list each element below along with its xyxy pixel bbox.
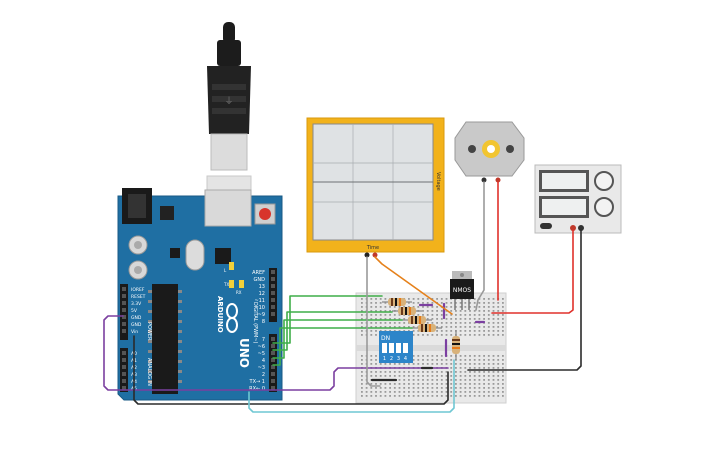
led-label-l: L <box>224 268 227 273</box>
wire-supply-pos[interactable] <box>491 229 574 314</box>
pin-label-gnd-1: GND <box>131 315 142 321</box>
wire-black-ground[interactable] <box>133 335 449 405</box>
dip-number-2: 2 <box>390 356 393 362</box>
nmos-label: NMOS <box>453 287 471 294</box>
pin-label-4: 4 <box>262 358 265 364</box>
pin-label-3v3: 3.3V <box>131 301 142 307</box>
voltage-display <box>542 173 586 189</box>
dip-number-3: 3 <box>397 356 400 362</box>
oscilloscope[interactable]: Time Voltage <box>306 117 445 258</box>
power-supply[interactable] <box>534 164 622 234</box>
crystal <box>185 239 205 271</box>
wire-supply-neg[interactable] <box>467 229 582 371</box>
dip-number-4: 4 <box>404 356 407 362</box>
microcontroller-chip <box>152 284 178 394</box>
motor-terminal-2[interactable] <box>495 177 501 183</box>
resistor-3[interactable] <box>402 316 432 324</box>
current-display <box>542 199 586 215</box>
probe-terminal-neg[interactable] <box>364 252 370 258</box>
pin-label-aref: AREF <box>252 270 265 276</box>
resistor-4[interactable] <box>412 324 442 332</box>
wire-cyan[interactable] <box>248 359 455 413</box>
pin-label-5v: 5V <box>131 308 138 314</box>
resistor-2[interactable] <box>392 307 422 315</box>
wire-scope-neg[interactable] <box>366 256 381 387</box>
wire-green-4[interactable] <box>272 327 413 366</box>
oscilloscope-time-label: Time <box>366 245 379 251</box>
pin-label-vin: Vin <box>131 329 138 335</box>
breadboard[interactable] <box>355 292 507 404</box>
analog-label: ANALOG IN <box>146 358 152 386</box>
pin-label-8: 8 <box>262 319 265 325</box>
pin-label-0: RX← 0 <box>249 386 265 392</box>
dip-switch-label: DN <box>381 335 390 342</box>
dc-motor[interactable] <box>454 121 525 183</box>
usb-icon: ⏚ <box>224 96 233 107</box>
power-switch[interactable] <box>540 223 552 229</box>
arduino-logo <box>226 303 238 333</box>
resistor-1[interactable] <box>382 298 412 306</box>
pin-label-9: ~9 <box>258 312 265 318</box>
pin-label-11: ~11 <box>254 298 265 304</box>
power-label: POWER <box>146 322 152 341</box>
voltage-knob[interactable] <box>594 171 614 191</box>
led-label-rx: RX <box>236 290 242 295</box>
wire-scope-pos[interactable] <box>374 256 453 315</box>
nmos-transistor[interactable]: NMOS <box>450 271 474 310</box>
supply-terminal-neg[interactable] <box>578 225 584 231</box>
motor-terminal-1[interactable] <box>481 177 487 183</box>
arduino-brand-text: ARDUINO <box>216 296 224 333</box>
pin-label-3: ~3 <box>258 365 265 371</box>
pin-label-12: 12 <box>259 291 265 297</box>
pin-label-1: TX→ 1 <box>249 379 265 385</box>
pin-label-6: ~6 <box>258 344 265 350</box>
wire-green-3[interactable] <box>272 319 403 359</box>
analog-header <box>120 348 128 392</box>
probe-terminal-pos[interactable] <box>372 252 378 258</box>
breadboard-holes <box>361 298 504 397</box>
resistor-gate[interactable] <box>452 330 460 360</box>
digital-header-bottom <box>269 334 277 392</box>
oscilloscope-voltage-label: Voltage <box>435 172 441 191</box>
pin-label-13: 13 <box>259 284 265 290</box>
pin-label-7: 7 <box>262 337 265 343</box>
led-label-tx: TX <box>223 282 229 287</box>
digital-label: DIGITAL (PWM~) <box>252 302 258 344</box>
pin-label-5: ~5 <box>258 351 265 357</box>
board-name-text: UNO <box>237 338 251 368</box>
dip-number-1: 1 <box>383 356 386 362</box>
pin-label-2: 2 <box>262 372 265 378</box>
arduino-board[interactable]: L TX RX ARDUINO UNO POWER ANALOG IN DIGI… <box>117 188 283 401</box>
wire-motor-1[interactable] <box>475 181 485 311</box>
wire-purple-loop[interactable] <box>103 315 449 391</box>
usb-socket <box>204 189 252 227</box>
pin-label-10: ~10 <box>254 305 265 311</box>
supply-terminal-pos[interactable] <box>570 225 576 231</box>
dip-switch[interactable]: DN 1 2 3 4 <box>379 331 413 363</box>
pin-label-gnd-2: GND <box>131 322 142 328</box>
pin-label-reset: RESET <box>131 294 146 300</box>
pin-label-ioref: IOREF <box>131 287 145 293</box>
pin-label-gnd: GND <box>254 277 266 283</box>
current-knob[interactable] <box>594 197 614 217</box>
